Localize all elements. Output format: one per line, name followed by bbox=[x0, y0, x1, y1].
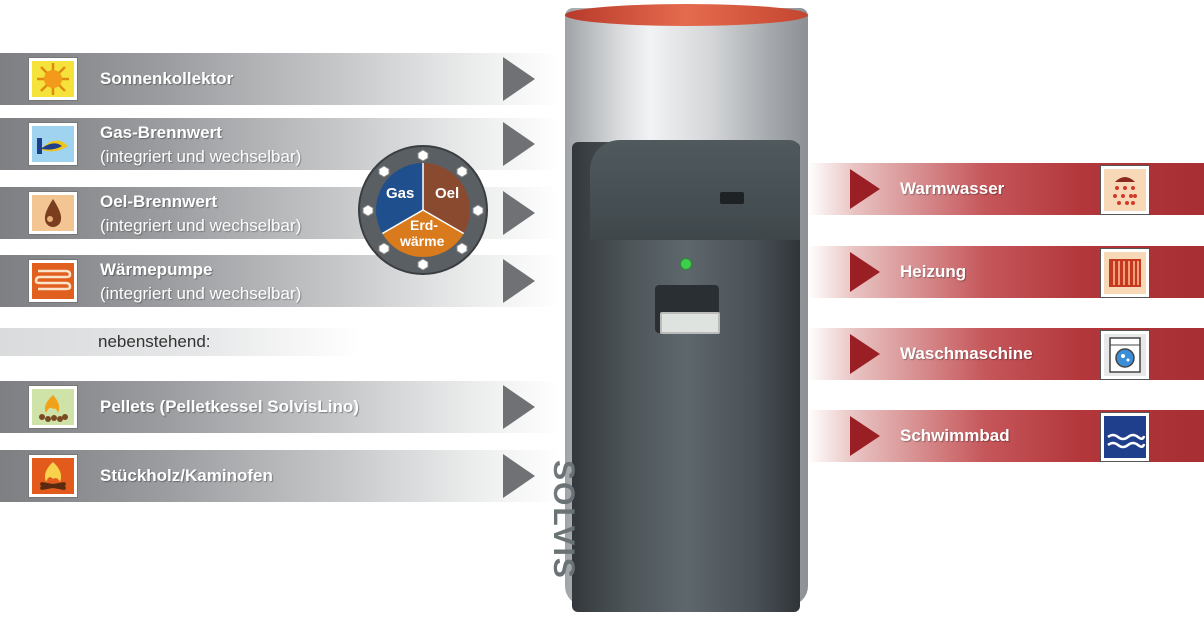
heat-pump-coil-icon bbox=[28, 259, 78, 303]
arrow-right-icon bbox=[850, 334, 880, 374]
arrow-right-icon bbox=[503, 259, 535, 303]
tank-panel-hood bbox=[590, 140, 800, 240]
tank-lid bbox=[565, 4, 808, 26]
input-subtitle: (integriert und wechselbar) bbox=[100, 284, 302, 303]
emblem-label-oel: Oel bbox=[435, 185, 460, 202]
input-title: Gas-Brennwert bbox=[100, 123, 222, 142]
output-title: Schwimmbad bbox=[900, 426, 1010, 445]
firewood-icon bbox=[28, 454, 78, 498]
output-title: Warmwasser bbox=[900, 179, 1005, 198]
arrow-right-icon bbox=[503, 122, 535, 166]
sun-icon bbox=[28, 57, 78, 101]
status-led bbox=[681, 259, 691, 269]
gas-flame-icon bbox=[28, 122, 78, 166]
emblem-label-gas: Gas bbox=[386, 185, 415, 202]
separator-bar: nebenstehend: bbox=[0, 328, 360, 356]
input-title: Wärmepumpe bbox=[100, 260, 213, 279]
emblem-label-erd: Erd- bbox=[410, 217, 438, 233]
input-row-firewood: Stückholz/Kaminofen bbox=[0, 450, 560, 502]
arrow-right-icon bbox=[850, 252, 880, 292]
input-subtitle: (integriert und wechselbar) bbox=[100, 216, 302, 235]
tank-handle bbox=[720, 192, 744, 204]
pellets-fire-icon bbox=[28, 385, 78, 429]
arrow-right-icon bbox=[503, 385, 535, 429]
output-row-washing: Waschmaschine bbox=[808, 328, 1204, 380]
input-row-solar: Sonnenkollektor bbox=[0, 53, 560, 105]
washing-machine-icon bbox=[1100, 330, 1150, 380]
arrow-right-icon bbox=[850, 169, 880, 209]
input-title: Stückholz/Kaminofen bbox=[100, 466, 273, 485]
input-title: Oel-Brennwert bbox=[100, 192, 218, 211]
input-row-heatpump: Wärmepumpe (integriert und wechselbar) bbox=[0, 255, 560, 307]
input-row-pellets: Pellets (Pelletkessel SolvisLino) bbox=[0, 381, 560, 433]
controller-display bbox=[660, 312, 720, 334]
output-row-pool: Schwimmbad bbox=[808, 410, 1204, 462]
pool-waves-icon bbox=[1100, 412, 1150, 462]
arrow-right-icon bbox=[850, 416, 880, 456]
radiator-icon bbox=[1100, 248, 1150, 298]
separator-label: nebenstehend: bbox=[98, 332, 211, 351]
arrow-right-icon bbox=[503, 57, 535, 101]
input-title: Pellets (Pelletkessel SolvisLino) bbox=[100, 397, 359, 416]
input-title: Sonnenkollektor bbox=[100, 69, 234, 88]
arrow-right-icon bbox=[503, 191, 535, 235]
output-title: Waschmaschine bbox=[900, 344, 1033, 363]
emblem-label-waerme: wärme bbox=[400, 233, 445, 249]
output-row-heating: Heizung bbox=[808, 246, 1204, 298]
output-row-hotwater: Warmwasser bbox=[808, 163, 1204, 215]
arrow-right-icon bbox=[503, 454, 535, 498]
oil-drop-icon bbox=[28, 191, 78, 235]
output-title: Heizung bbox=[900, 262, 967, 281]
energy-source-emblem: Gas Oel Erd- wärme bbox=[356, 143, 490, 277]
input-row-gas: Gas-Brennwert (integriert und wechselbar… bbox=[0, 118, 560, 170]
shower-icon bbox=[1100, 165, 1150, 215]
input-subtitle: (integriert und wechselbar) bbox=[100, 147, 302, 166]
